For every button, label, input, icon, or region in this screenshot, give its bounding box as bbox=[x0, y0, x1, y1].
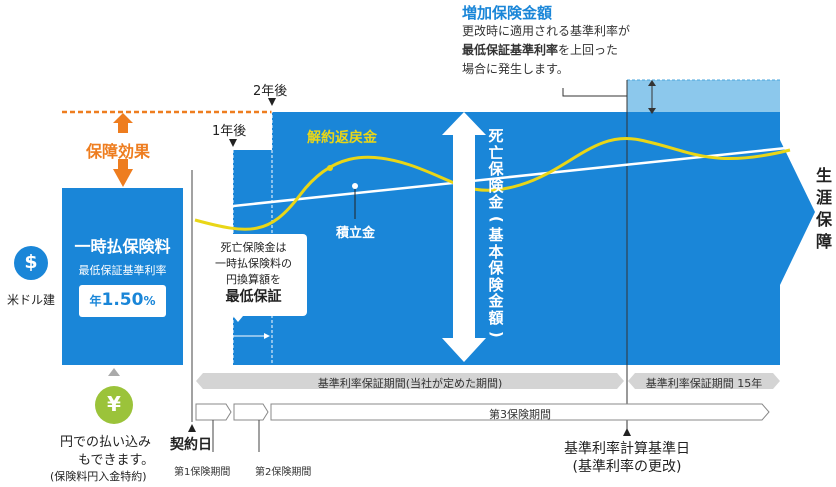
death-benefit-label-char: 額 bbox=[488, 308, 504, 327]
yen-note-line3: (保険料円入金特約) bbox=[50, 470, 147, 483]
increase-arrow-bottom-icon bbox=[648, 108, 656, 114]
two-years-label: 2年後 bbox=[253, 84, 288, 99]
rate-prefix: 年 bbox=[89, 294, 102, 308]
death-benefit-label-char: 険 bbox=[488, 176, 504, 195]
one-year-label: 1年後 bbox=[212, 124, 247, 139]
second-period-label: 第2保険期間 bbox=[255, 467, 312, 478]
lifetime-label-char: 保 bbox=[815, 210, 832, 229]
guarantee-15-bar bbox=[628, 373, 780, 389]
yen-up-arrow-icon bbox=[108, 368, 120, 376]
up-arrow-icon bbox=[113, 113, 133, 133]
premium-title: 一時払保険料 bbox=[74, 237, 171, 256]
death-benefit-label-char: 基 bbox=[488, 226, 504, 244]
death-benefit-label-char: 保 bbox=[488, 160, 504, 178]
death-min-line2: 一時払保険料の bbox=[215, 257, 292, 270]
death-min-line4: 最低保証 bbox=[225, 289, 282, 305]
lifetime-label-char: 涯 bbox=[815, 188, 832, 207]
one-year-marker-icon bbox=[229, 139, 237, 147]
lifetime-label-char: 生 bbox=[815, 166, 832, 185]
calc-date-line1: 基準利率計算基準日 bbox=[564, 441, 690, 457]
down-arrow-icon bbox=[113, 159, 133, 187]
yen-note-line1: 円での払い込み bbox=[60, 435, 152, 450]
death-benefit-label-char: 保 bbox=[488, 259, 504, 277]
dollar-label: 米ドル建 bbox=[6, 293, 55, 307]
guarantee-period-bar bbox=[196, 373, 624, 389]
increase-note-line1: 更改時に適用される基準利率が bbox=[462, 24, 631, 38]
span-arrow-left-icon bbox=[196, 333, 202, 339]
reserve-label-box bbox=[327, 219, 384, 243]
rate-unit: % bbox=[143, 294, 156, 308]
death-benefit-label-char: 本 bbox=[488, 242, 504, 261]
death-benefit-label-char: ) bbox=[487, 330, 506, 338]
death-benefit-label-char: 金 bbox=[488, 193, 504, 211]
two-year-marker-icon bbox=[268, 98, 276, 106]
rate-value: 1.50 bbox=[101, 290, 144, 310]
premium-rate: 年1.50% bbox=[79, 290, 166, 310]
protection-effect-label: 保障効果 bbox=[86, 142, 151, 161]
lifetime-protection-label: 生涯保障 bbox=[812, 165, 836, 253]
increase-note-line3: 場合に発生します。 bbox=[462, 62, 569, 76]
second-period-arrow bbox=[233, 403, 269, 421]
lifetime-label-char: 障 bbox=[815, 232, 832, 251]
increase-note-line2: 最低保証基準利率を上回った bbox=[462, 41, 618, 58]
calc-date-marker-icon bbox=[623, 428, 631, 436]
death-min-line3: 円換算額を bbox=[226, 273, 281, 286]
surrender-point bbox=[327, 165, 333, 171]
single-premium-box bbox=[62, 188, 183, 365]
reserve-point bbox=[352, 183, 358, 189]
yen-symbol: ¥ bbox=[107, 392, 121, 416]
increase-note-line2-rest: を上回った bbox=[558, 43, 619, 57]
increase-note-title: 増加保険金額 bbox=[462, 4, 553, 22]
death-min-note: 死亡保険金は 一時払保険料の 円換算額を 最低保証 bbox=[200, 240, 307, 306]
death-benefit-area bbox=[233, 112, 815, 365]
premium-subtitle: 最低保証基準利率 bbox=[78, 264, 167, 277]
surrender-label: 解約返戻金 bbox=[307, 130, 377, 146]
death-min-note-box bbox=[200, 234, 307, 316]
dollar-icon bbox=[14, 246, 48, 280]
death-benefit-label-char: 死 bbox=[488, 127, 504, 145]
death-benefit-label-char: 亡 bbox=[488, 143, 504, 162]
guarantee-period-label: 基準利率保証期間(当社が定めた期間) bbox=[317, 377, 503, 390]
contract-day-marker-icon bbox=[188, 424, 196, 432]
guarantee-15-label: 基準利率保証期間 15年 bbox=[645, 377, 763, 390]
death-benefit-label-char: ( bbox=[487, 215, 506, 223]
death-min-line1: 死亡保険金は bbox=[220, 241, 287, 254]
third-period-label: 第3保険期間 bbox=[489, 408, 551, 421]
increase-note-leader bbox=[562, 88, 627, 97]
increase-arrow-top-icon bbox=[648, 80, 656, 86]
yen-note-line2: もできます。 bbox=[78, 453, 155, 468]
death-benefit-label-char: 金 bbox=[488, 292, 504, 310]
note-pointer-icon bbox=[233, 316, 243, 322]
death-benefit-double-arrow bbox=[442, 112, 486, 362]
span-arrow-right-icon bbox=[264, 333, 270, 339]
increase-note-line2-bold: 最低保証基準利率 bbox=[462, 43, 559, 57]
first-period-label: 第1保険期間 bbox=[174, 467, 231, 478]
rate-box bbox=[79, 285, 166, 317]
third-period-arrow bbox=[270, 403, 770, 421]
death-benefit-label-char: 険 bbox=[488, 275, 504, 294]
first-period-arrow bbox=[195, 403, 232, 421]
contract-day-label: 契約日 bbox=[170, 437, 212, 453]
calc-date-line2: (基準利率の更改) bbox=[572, 459, 682, 475]
yen-icon bbox=[95, 386, 133, 424]
death-benefit-label: 死亡保険金(基本保険金額) bbox=[485, 128, 507, 343]
dollar-symbol: $ bbox=[24, 251, 38, 273]
reserve-label: 積立金 bbox=[335, 226, 375, 241]
